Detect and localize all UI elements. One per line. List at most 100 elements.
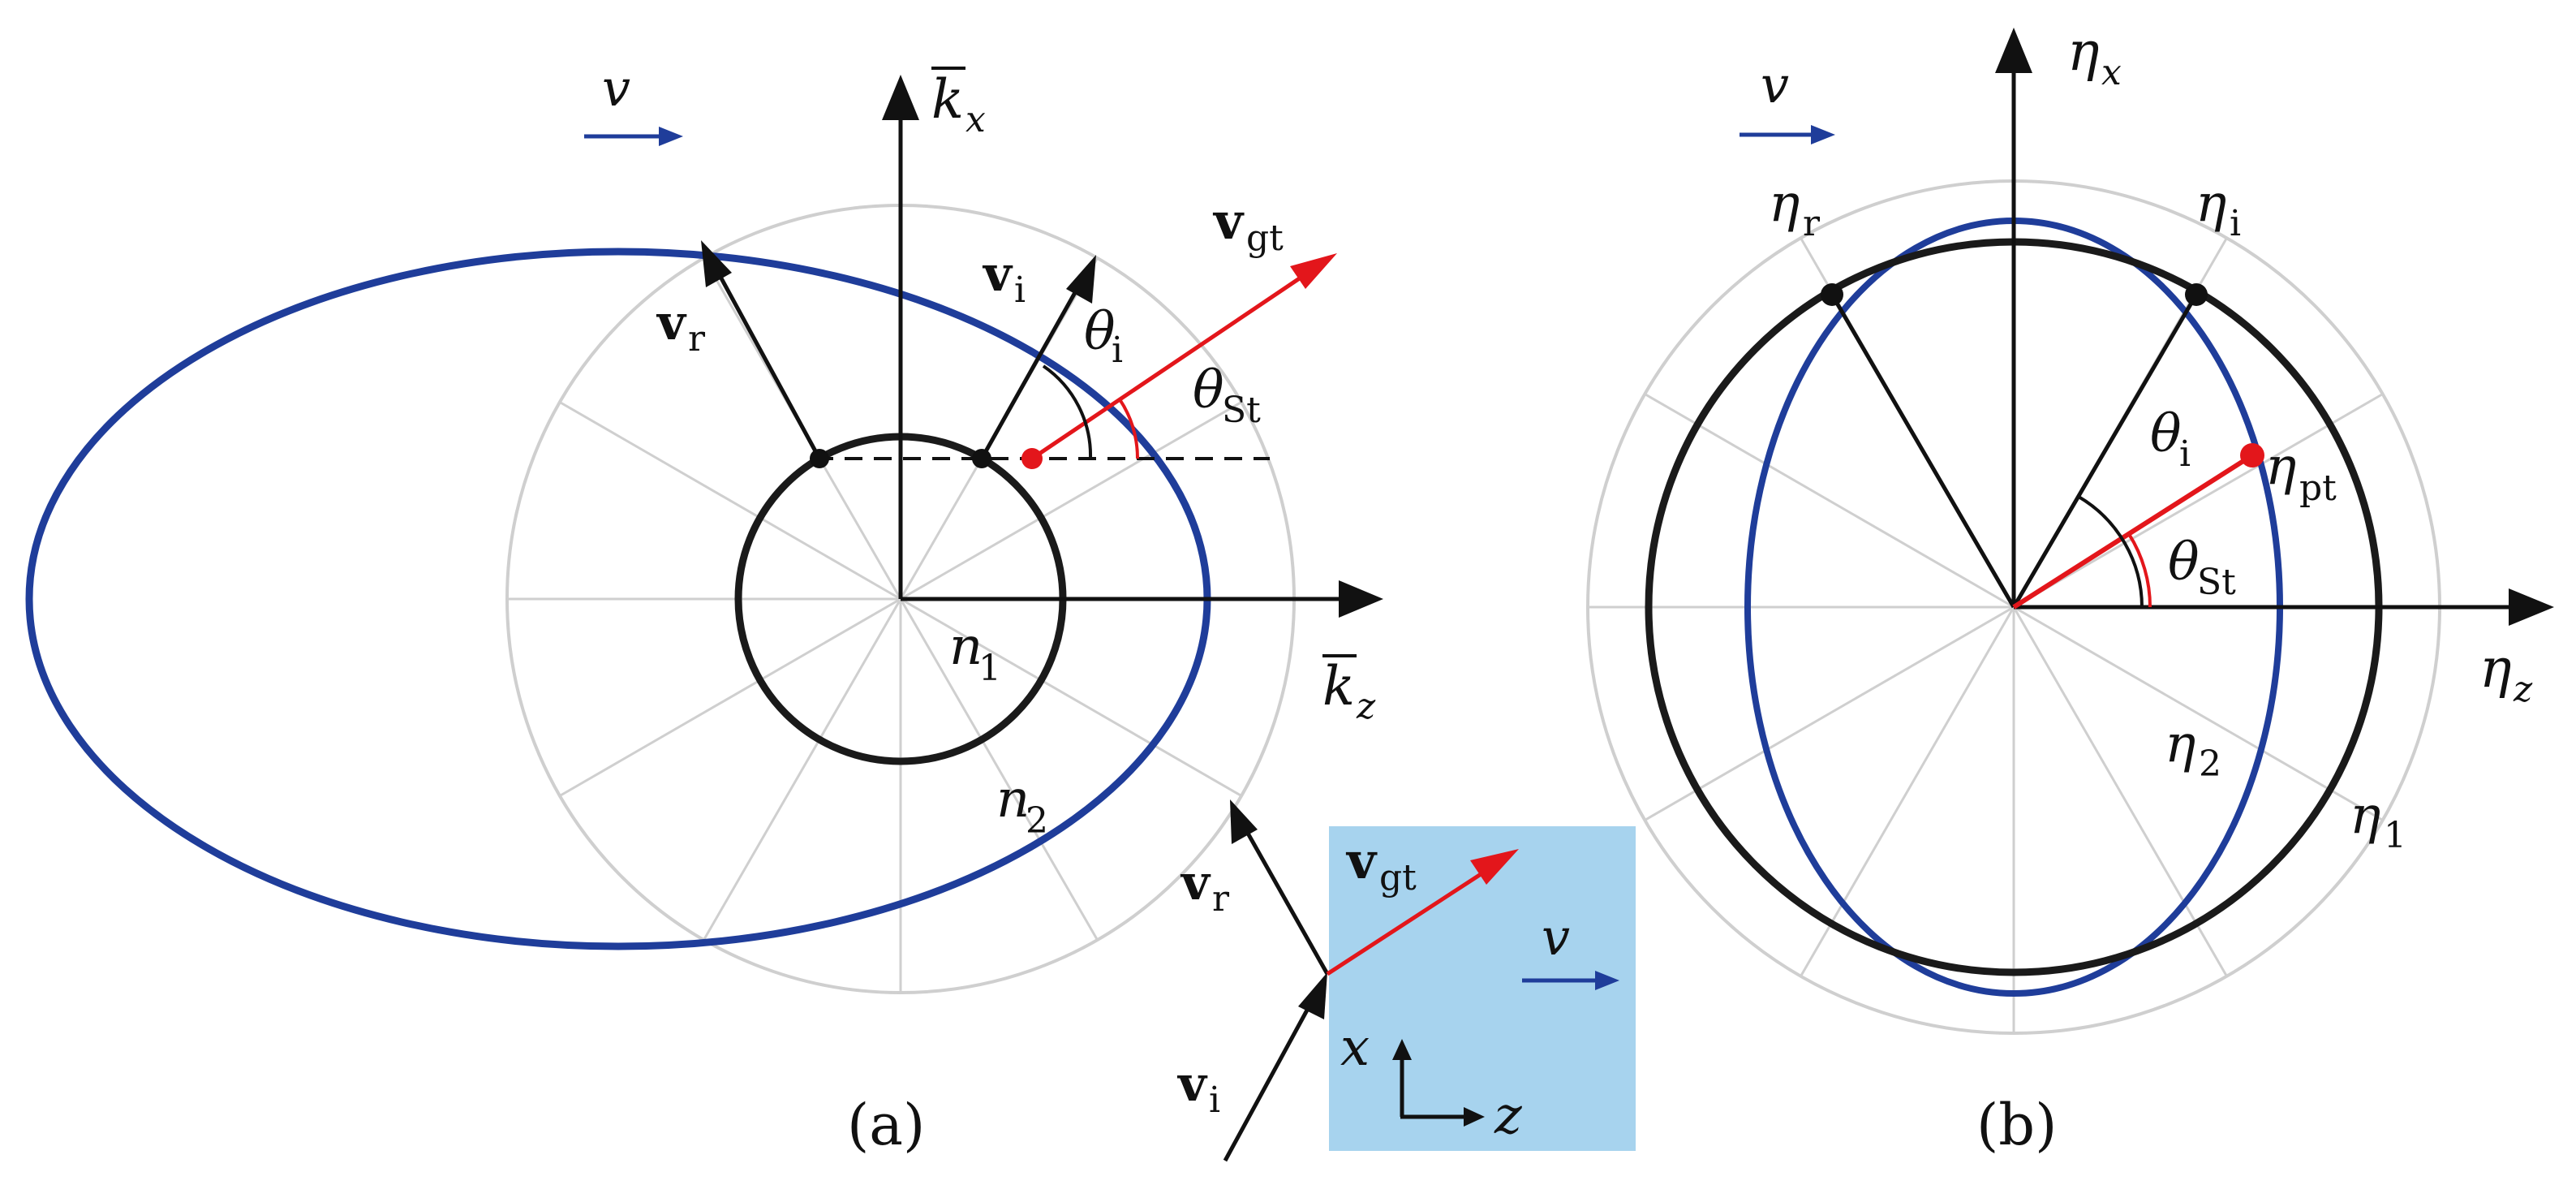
svg-text:θ: θ — [1084, 302, 1116, 362]
transmission-point-dot — [1021, 448, 1043, 469]
eta-i-dot — [2185, 283, 2208, 306]
eta-x-axis — [1995, 28, 2032, 607]
svg-text:pt: pt — [2299, 468, 2337, 509]
theta-st-label-b: θ St — [2168, 532, 2236, 603]
panel-b-grid-spoke — [2013, 605, 2384, 821]
eta-i-radial-line — [2011, 293, 2199, 609]
reflection-point-dot — [810, 449, 829, 468]
panel-a-grid-spoke — [559, 401, 901, 601]
svg-text:v: v — [656, 295, 687, 351]
inset-coordinate-axes: x z — [1340, 1018, 1523, 1146]
theta-st-label-a: θ St — [1193, 360, 1261, 431]
eta-z-axis — [2014, 588, 2554, 626]
svg-text:n: n — [949, 617, 983, 677]
theta-i-arc-b — [2077, 495, 2144, 608]
kx-axis-label: k x — [931, 67, 986, 140]
eta1-label: η 1 — [2350, 786, 2406, 856]
kx-axis — [882, 75, 919, 599]
panel-b-caption: (b) — [1976, 1092, 2057, 1158]
eta2-label: η 2 — [2165, 714, 2221, 785]
moving-medium-block — [1329, 826, 1636, 1151]
kz-axis-label: k z — [1322, 654, 1376, 727]
svg-text:v: v — [1345, 831, 1378, 890]
svg-text:v: v — [602, 58, 630, 118]
velocity-indicator-a: v — [584, 58, 683, 146]
kz-axis — [901, 580, 1383, 618]
panel-a-caption: (a) — [847, 1092, 925, 1158]
svg-text:θ: θ — [2150, 404, 2182, 464]
svg-text:1: 1 — [2384, 815, 2406, 856]
panel-a-grid-spoke — [899, 598, 1099, 941]
eta-i-label: η i — [2195, 174, 2241, 244]
svg-text:η: η — [2165, 714, 2195, 774]
inset-vgt-arrow — [1326, 849, 1519, 976]
panel-a-grid-spoke — [900, 597, 1242, 797]
eta-pt-label: η pt — [2265, 437, 2337, 509]
svg-text:z: z — [2513, 669, 2533, 710]
panel-a-grid-spoke — [900, 401, 1242, 601]
vr-arrow — [701, 240, 822, 460]
eta-r-dot — [1821, 283, 1843, 306]
svg-text:1: 1 — [978, 648, 1001, 689]
eta-z-label: η z — [2479, 637, 2533, 710]
inset-vi-label: v i — [1176, 1056, 1220, 1121]
vgt-label-a: v gt — [1212, 192, 1284, 259]
svg-text:gt: gt — [1379, 857, 1417, 898]
panel-b-grid-spoke — [1800, 606, 2015, 977]
theta-st-arc-a — [1118, 398, 1140, 459]
panel-b-grid-spoke — [2012, 606, 2228, 977]
theta-i-arc-a — [1042, 364, 1093, 459]
svg-text:r: r — [688, 318, 706, 360]
svg-text:η: η — [2479, 637, 2512, 700]
svg-text:v: v — [1542, 907, 1570, 967]
svg-text:v: v — [1761, 55, 1789, 114]
svg-text:η: η — [2350, 786, 2380, 846]
svg-text:v: v — [982, 246, 1013, 303]
velocity-indicator-b: v — [1740, 55, 1835, 144]
svg-text:r: r — [1212, 878, 1230, 920]
interface-inset: v gt v r v i v x z — [1176, 799, 1636, 1162]
n2-label: n 2 — [996, 769, 1048, 842]
svg-text:v: v — [1212, 192, 1245, 251]
svg-text:i: i — [2179, 433, 2191, 475]
eta-pt-radial-line — [2012, 453, 2254, 610]
vi-arrow — [979, 255, 1096, 460]
theta-i-label-a: θ i — [1084, 302, 1123, 371]
svg-text:θ: θ — [2168, 532, 2200, 592]
panel-b-grid-spoke — [1644, 393, 2015, 609]
svg-text:v: v — [1176, 1056, 1208, 1113]
inset-vr-arrow — [1230, 799, 1330, 976]
svg-text:i: i — [2230, 203, 2241, 244]
inset-vi-arrow — [1223, 972, 1327, 1162]
svg-text:k: k — [1322, 655, 1355, 717]
svg-text:x: x — [2101, 52, 2122, 93]
svg-text:2: 2 — [1026, 800, 1048, 842]
svg-text:n: n — [996, 769, 1030, 830]
svg-text:η: η — [2067, 20, 2100, 83]
eta-pt-dot — [2240, 443, 2264, 468]
svg-text:gt: gt — [1246, 218, 1284, 259]
svg-text:k: k — [931, 68, 964, 131]
inset-velocity-indicator: v — [1522, 907, 1619, 990]
inset-z-label: z — [1494, 1086, 1523, 1146]
inset-vr-label: v r — [1180, 855, 1230, 920]
svg-text:z: z — [1356, 686, 1376, 727]
inset-x-label: x — [1340, 1018, 1370, 1078]
eta-x-label: η x — [2067, 20, 2122, 93]
panel-b-grid-spoke — [2013, 393, 2384, 609]
svg-text:St: St — [2197, 562, 2236, 603]
svg-text:i: i — [1209, 1079, 1220, 1121]
svg-text:i: i — [1014, 269, 1026, 311]
svg-text:θ: θ — [1193, 360, 1224, 420]
vgt-arrow — [1030, 253, 1337, 461]
theta-st-arc-b — [2127, 532, 2152, 608]
panel-a-grid-spoke — [559, 597, 901, 797]
svg-text:St: St — [1222, 390, 1261, 431]
inset-vgt-label: v gt — [1345, 831, 1417, 898]
incidence-point-dot — [972, 449, 991, 468]
svg-text:r: r — [1803, 203, 1821, 244]
svg-text:2: 2 — [2199, 743, 2221, 785]
svg-text:η: η — [2195, 174, 2226, 234]
svg-text:η: η — [1769, 174, 1800, 234]
